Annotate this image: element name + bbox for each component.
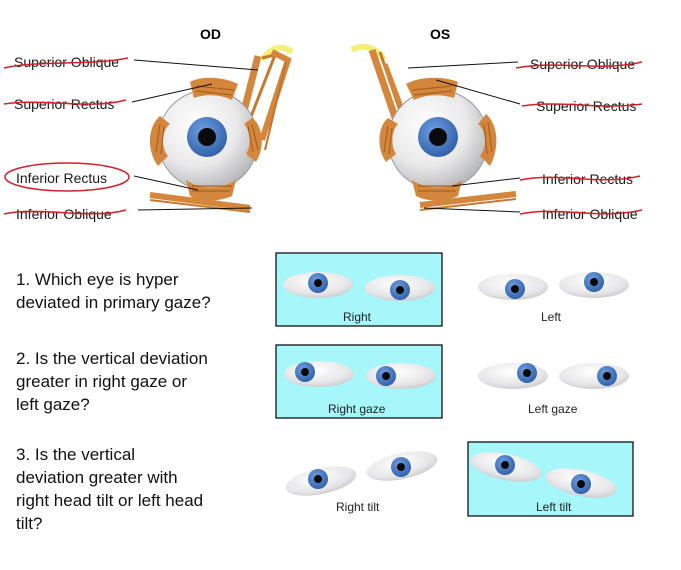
od-header: OD [200,26,221,42]
od-superior-rectus-leader [131,83,213,103]
q3-right-tilt-eyes [285,451,438,496]
od-inferior-oblique-leader [137,207,253,211]
q3-left-tilt-eyes [470,452,617,498]
od-superior-oblique-leader [133,59,259,71]
os-inferior-rectus-leader [451,177,521,187]
od-inferior-oblique-label: Inferior Oblique [16,206,112,222]
od-superior-rectus-strike [3,99,127,105]
q2-left-gaze-eyes [478,363,629,389]
os-superior-oblique-leader [407,61,519,69]
q2-left-gaze-label: Left gaze [528,402,578,416]
q1-right-label: Right [343,310,372,324]
os-superior-rectus-strike [521,103,643,107]
q2-right-gaze-label: Right gaze [328,402,386,416]
od-inferior-rectus-leader [133,175,199,191]
od-inferior-oblique-strike [3,209,127,215]
q2-right-gaze-eyes [284,361,436,389]
od-superior-oblique-strike [3,57,129,69]
question-3: 3. Is the vertical deviation greater wit… [16,445,204,533]
od-eyeball [149,44,294,213]
os-superior-oblique-label: Superior Oblique [530,56,635,72]
od-inferior-rectus-circle [4,162,130,192]
question-2: 2. Is the vertical deviation greater in … [16,349,208,414]
q1-right-eyes [283,272,435,301]
os-superior-rectus-leader [435,79,521,105]
q1-left-label: Left [541,310,562,324]
os-inferior-rectus-strike [519,175,641,181]
od-superior-oblique-label: Superior Oblique [14,54,119,70]
os-superior-oblique-strike [515,61,643,69]
q3-right-tilt-label: Right tilt [336,500,380,514]
od-inferior-rectus-label: Inferior Rectus [16,170,107,186]
q3-left-tilt-label: Left tilt [536,500,572,514]
os-eyeball [350,43,517,211]
q1-left-eyes [478,272,629,300]
os-header: OS [430,26,450,42]
os-inferior-oblique-leader [423,207,521,213]
question-1: 1. Which eye is hyper deviated in primar… [16,270,211,312]
os-inferior-oblique-strike [519,209,643,215]
